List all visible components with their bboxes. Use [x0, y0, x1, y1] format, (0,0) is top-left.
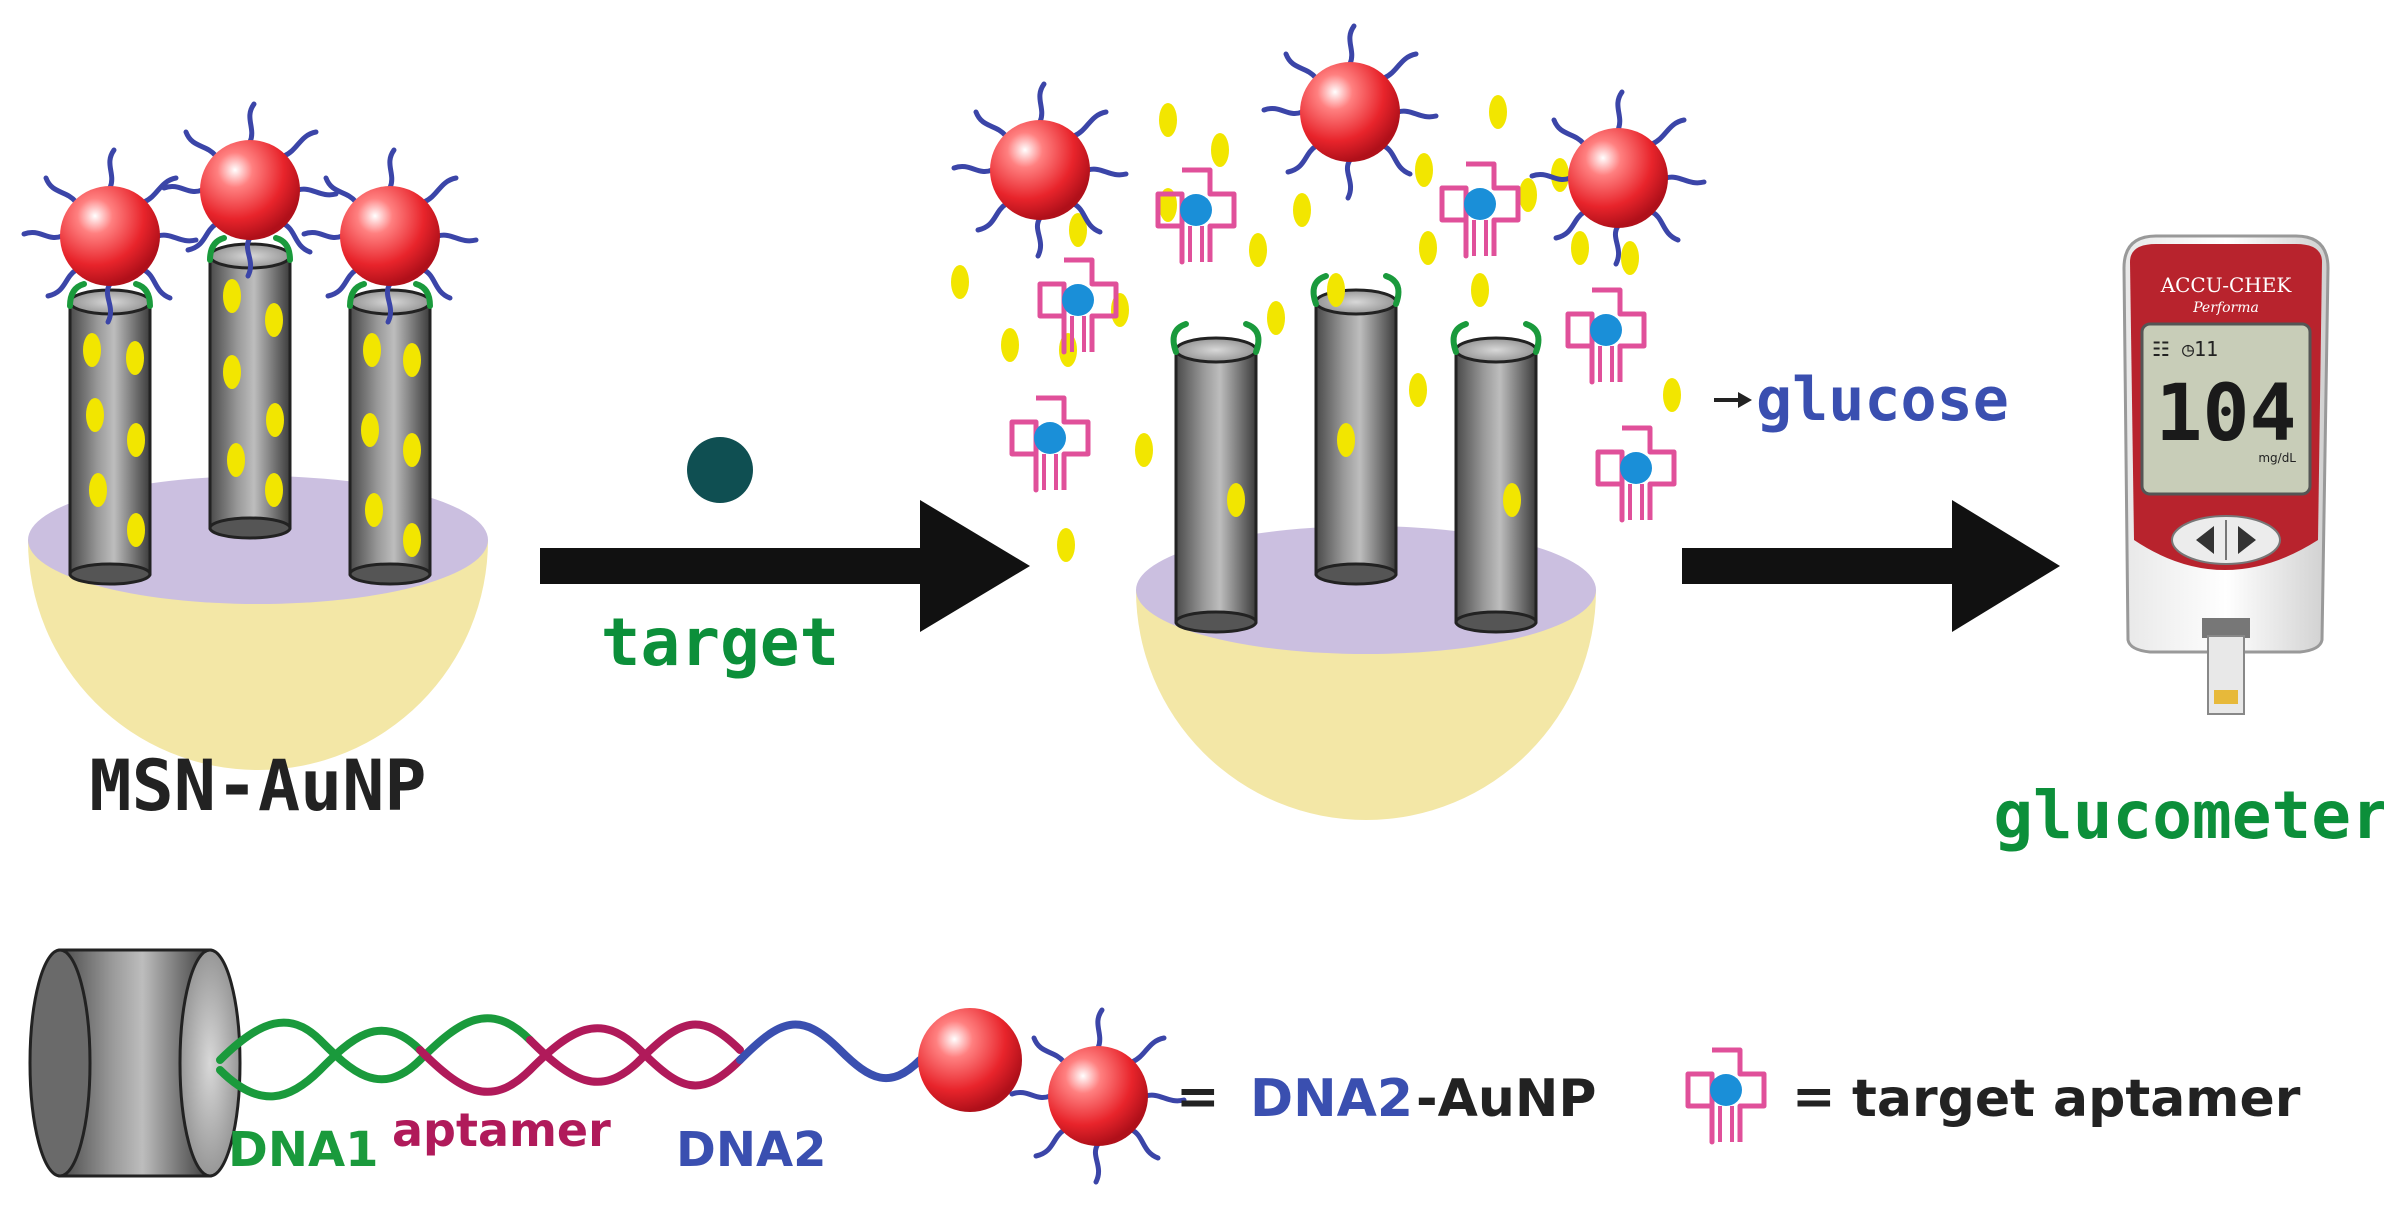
aptamer-label: aptamer: [392, 1103, 611, 1157]
target-molecule-icon: [687, 437, 753, 503]
target-label: target: [601, 604, 839, 681]
glucometer-label: glucometer: [1993, 777, 2384, 854]
gold-nanoparticle-icon: [1532, 92, 1704, 264]
legend-aunp: -AuNP: [1416, 1069, 1596, 1129]
msn-aunp-assembly: MSN-AuNP: [24, 104, 488, 827]
meter-screen: [2140, 322, 2312, 496]
arrow-icon: [1952, 500, 2060, 632]
dna2-label: DNA2: [676, 1122, 827, 1178]
svg-text:☷ ◷11: ☷ ◷11: [2152, 337, 2218, 361]
aptamer-icon: [1040, 260, 1116, 352]
aptamer-icon: [1012, 398, 1088, 490]
legend-equals-2: =: [1792, 1067, 1836, 1127]
legend-dna2: DNA2: [1250, 1069, 1413, 1129]
msn-aunp-label: MSN-AuNP: [89, 745, 426, 827]
gold-nanoparticle-icon: [24, 150, 196, 322]
legend: = DNA2 -AuNP = target aptamer: [1012, 1010, 2301, 1182]
pore-cylinder: [1314, 288, 1398, 586]
aptamer-icon: [1688, 1050, 1764, 1142]
pore-cylinder: [1174, 336, 1258, 634]
arrow-1: [540, 500, 1030, 632]
gold-nanoparticle-icon: [164, 104, 336, 276]
legend-target-aptamer: target aptamer: [1852, 1069, 2301, 1129]
gold-nanoparticle-icon: [1012, 1010, 1184, 1182]
gold-nanoparticle-icon: [954, 84, 1126, 256]
gate-structure: DNA1 aptamer DNA2: [28, 948, 1022, 1178]
meter-unit: mg/dL: [2258, 451, 2296, 465]
glucometer-icon: ACCU-CHEK Performa ☷ ◷11 104 mg/dL: [2122, 234, 2330, 715]
msn-body: [28, 540, 488, 770]
legend-equals-1: =: [1176, 1067, 1220, 1127]
meter-buttons: [2171, 515, 2281, 565]
pore-cylinder: [1454, 336, 1538, 634]
meter-reading: 104: [2156, 369, 2297, 459]
meter-model: Performa: [2192, 300, 2259, 316]
arrow-icon: [920, 500, 1030, 632]
glucose-label: glucose: [1756, 365, 2009, 435]
aptamer-icon: [1598, 428, 1674, 520]
released-msn-assembly: [1136, 273, 1596, 820]
aptamer-icon: [1568, 290, 1644, 382]
dna1-label: DNA1: [228, 1122, 379, 1178]
gold-nanoparticle-icon: [918, 1008, 1022, 1112]
meter-brand: ACCU-CHEK: [2160, 273, 2293, 297]
gold-nanoparticle-icon: [304, 150, 476, 322]
aptamer-icon: [1442, 164, 1518, 256]
glucose-annotation: glucose: [1714, 365, 2009, 435]
gold-nanoparticle-icon: [1264, 26, 1436, 198]
arrow-2: [1682, 500, 2060, 632]
